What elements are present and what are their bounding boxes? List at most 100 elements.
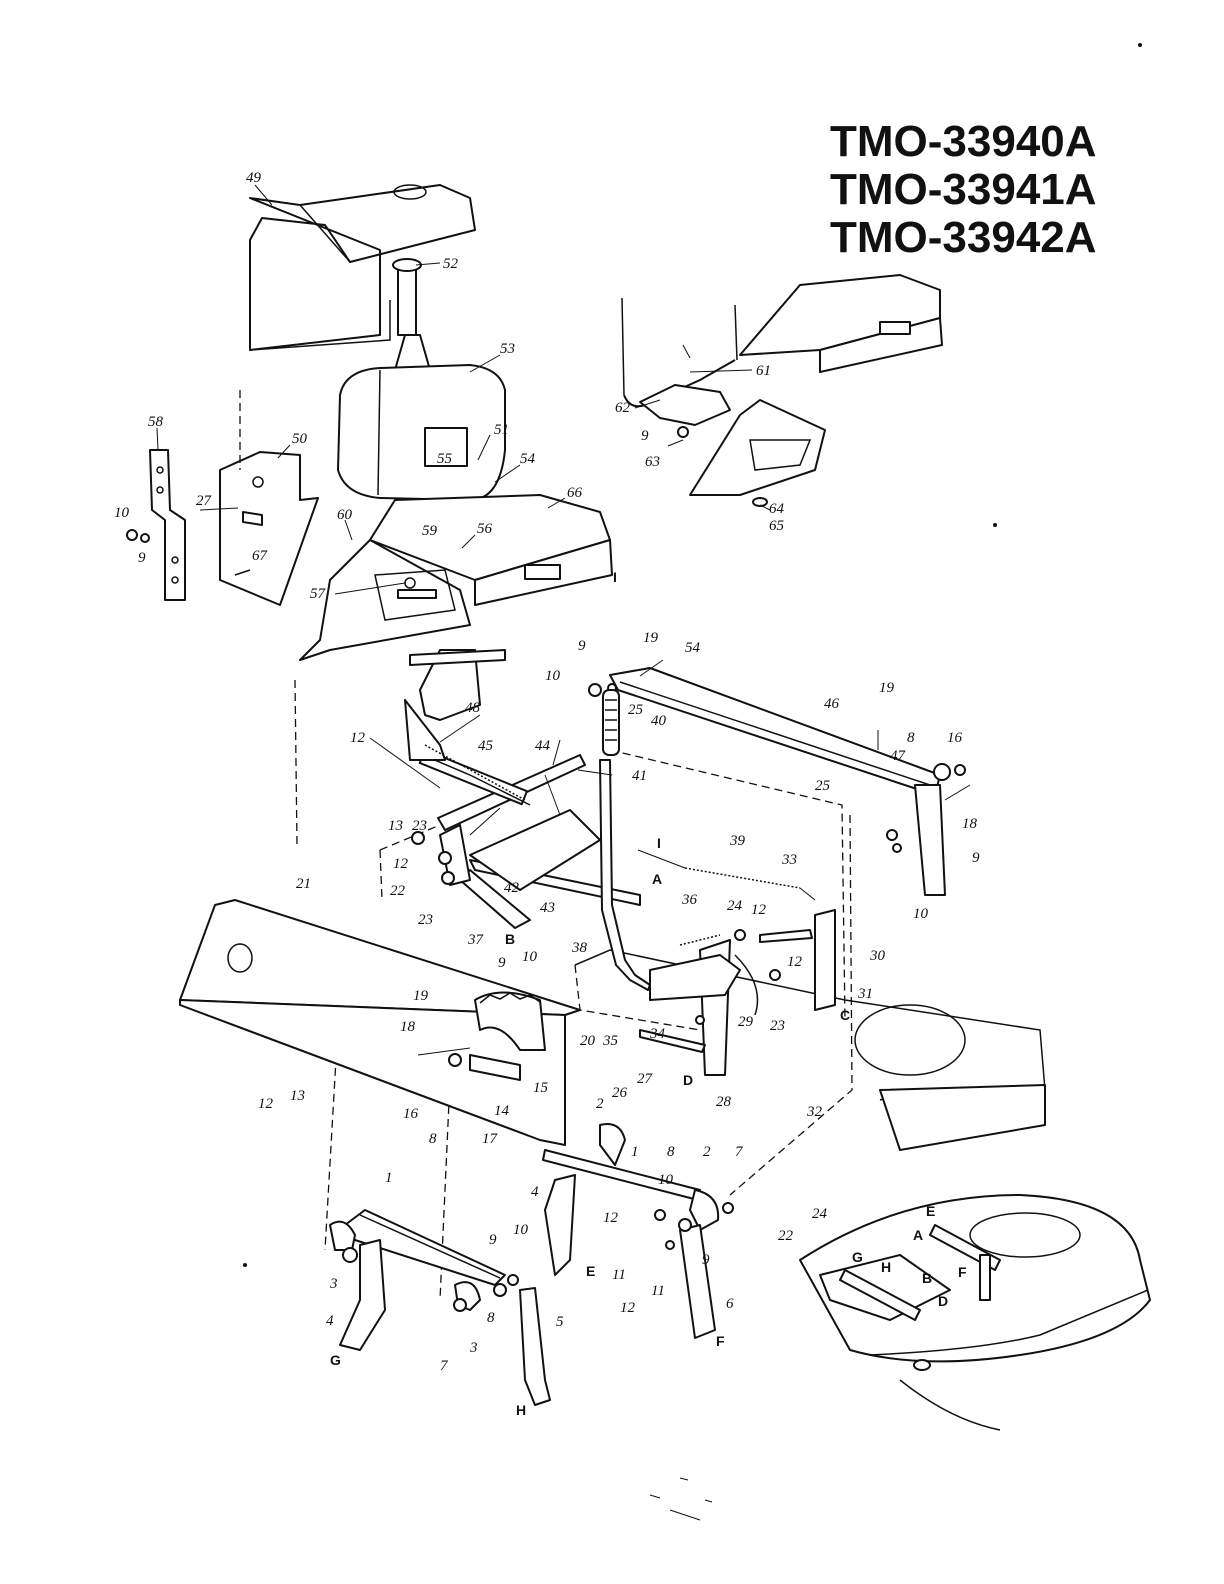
- callout-8: 8: [907, 730, 915, 746]
- callout-9-e: 9: [498, 955, 506, 971]
- callout-34: 34: [649, 1026, 666, 1042]
- callout-54: 54: [520, 451, 536, 467]
- side-bracket-part: [149, 449, 186, 601]
- callout-29: 29: [738, 1014, 754, 1030]
- callout-18-b: 18: [400, 1019, 416, 1035]
- callout-19: 19: [643, 630, 659, 646]
- callout-8-c: 8: [667, 1144, 675, 1160]
- callout-40: 40: [651, 713, 667, 729]
- dash-panel-part: [249, 184, 476, 351]
- callout-20: 20: [580, 1033, 596, 1049]
- model-number-list: TMO-33940A TMO-33941A TMO-33942A: [830, 118, 1160, 262]
- callout-39: 39: [729, 833, 746, 849]
- callout-24-b: 24: [812, 1206, 828, 1222]
- callout-51: 51: [494, 422, 509, 438]
- callout-24: 24: [727, 898, 743, 914]
- height-adjust-sector-part: [417, 991, 546, 1081]
- lower-link-part: [329, 1123, 734, 1406]
- callout-14: 14: [494, 1103, 510, 1119]
- callout-3-b: 3: [469, 1340, 478, 1356]
- callout-ref-E-b: E: [926, 1203, 935, 1219]
- callout-labels: 49 52 53 58 50 27 10 9 67 51 55 54 66 60…: [114, 170, 980, 1418]
- callout-12-e: 12: [258, 1096, 274, 1112]
- callout-12: 12: [350, 730, 366, 746]
- callout-ref-H: H: [516, 1402, 526, 1418]
- callout-15: 15: [533, 1080, 549, 1096]
- steering-shaft-part: [392, 258, 431, 371]
- mower-deck-part: [799, 1194, 1151, 1431]
- callout-55: 55: [437, 451, 453, 467]
- callout-28: 28: [716, 1094, 732, 1110]
- washer-9-left: [140, 533, 150, 543]
- chassis-part: [574, 949, 1046, 1151]
- callout-9-f: 9: [702, 1252, 710, 1268]
- fuel-tank-cover-part: [337, 364, 506, 501]
- callout-50: 50: [292, 431, 308, 447]
- callout-46: 46: [824, 696, 840, 712]
- callout-ref-F: F: [716, 1333, 725, 1349]
- callout-59: 59: [422, 523, 438, 539]
- callout-26: 26: [612, 1085, 628, 1101]
- callout-60: 60: [337, 507, 353, 523]
- callout-65: 65: [769, 518, 785, 534]
- shift-lever-part: [599, 689, 651, 991]
- callout-16-b: 16: [403, 1106, 419, 1122]
- callout-11: 11: [612, 1267, 626, 1283]
- callout-53: 53: [500, 341, 515, 357]
- callout-9-d: 9: [972, 850, 980, 866]
- callout-22-b: 22: [778, 1228, 794, 1244]
- fender-deck-part: [299, 494, 613, 661]
- callout-21: 21: [296, 876, 311, 892]
- callout-42: 42: [504, 880, 520, 896]
- callout-27-b: 27: [637, 1071, 654, 1087]
- callout-66: 66: [567, 485, 583, 501]
- callout-ref-I: I: [613, 569, 617, 585]
- model-number-2: TMO-33941A: [830, 165, 1097, 214]
- callout-23-b: 23: [418, 912, 433, 928]
- callout-25-b: 25: [815, 778, 831, 794]
- callout-7: 7: [735, 1144, 744, 1160]
- callout-23: 23: [412, 818, 427, 834]
- callout-leaders: [156, 184, 771, 836]
- callout-13: 13: [388, 818, 403, 834]
- callout-ref-A-b: A: [913, 1227, 923, 1243]
- callout-52: 52: [443, 256, 459, 272]
- nut-10-left: [126, 529, 138, 541]
- callout-ref-G-b: G: [852, 1249, 863, 1265]
- callout-12-f: 12: [603, 1210, 619, 1226]
- callout-64: 64: [769, 501, 785, 517]
- callout-ref-I-b: I: [657, 835, 661, 851]
- nut-67: [242, 511, 263, 526]
- side-plate-part: [219, 451, 319, 606]
- callout-43: 43: [540, 900, 555, 916]
- callout-10-f: 10: [513, 1222, 529, 1238]
- inset-frame-part: [621, 274, 943, 507]
- callout-10: 10: [114, 505, 130, 521]
- callout-ref-B-b: B: [922, 1270, 932, 1286]
- callout-8-b: 8: [429, 1131, 437, 1147]
- callout-30: 30: [869, 948, 886, 964]
- callout-25: 25: [628, 702, 644, 718]
- callout-62: 62: [615, 400, 631, 416]
- callout-11-b: 11: [651, 1283, 665, 1299]
- callout-ref-E: E: [586, 1263, 595, 1279]
- callout-63: 63: [645, 454, 660, 470]
- callout-12-d: 12: [787, 954, 803, 970]
- callout-1-b: 1: [385, 1170, 393, 1186]
- callout-23-c: 23: [770, 1018, 785, 1034]
- axle-support-part: [179, 899, 581, 1146]
- callout-47: 47: [890, 748, 907, 764]
- callout-13-b: 13: [290, 1088, 305, 1104]
- callout-ref-A: A: [652, 871, 662, 887]
- callout-10-b: 10: [545, 668, 561, 684]
- callout-7-b: 7: [440, 1358, 449, 1374]
- model-number-3: TMO-33942A: [830, 213, 1097, 262]
- callout-58: 58: [148, 414, 164, 430]
- callout-10-c: 10: [913, 906, 929, 922]
- callout-67: 67: [252, 548, 269, 564]
- callout-9: 9: [138, 550, 146, 566]
- callout-41: 41: [632, 768, 647, 784]
- callout-6: 6: [726, 1296, 734, 1312]
- callout-31: 31: [857, 986, 873, 1002]
